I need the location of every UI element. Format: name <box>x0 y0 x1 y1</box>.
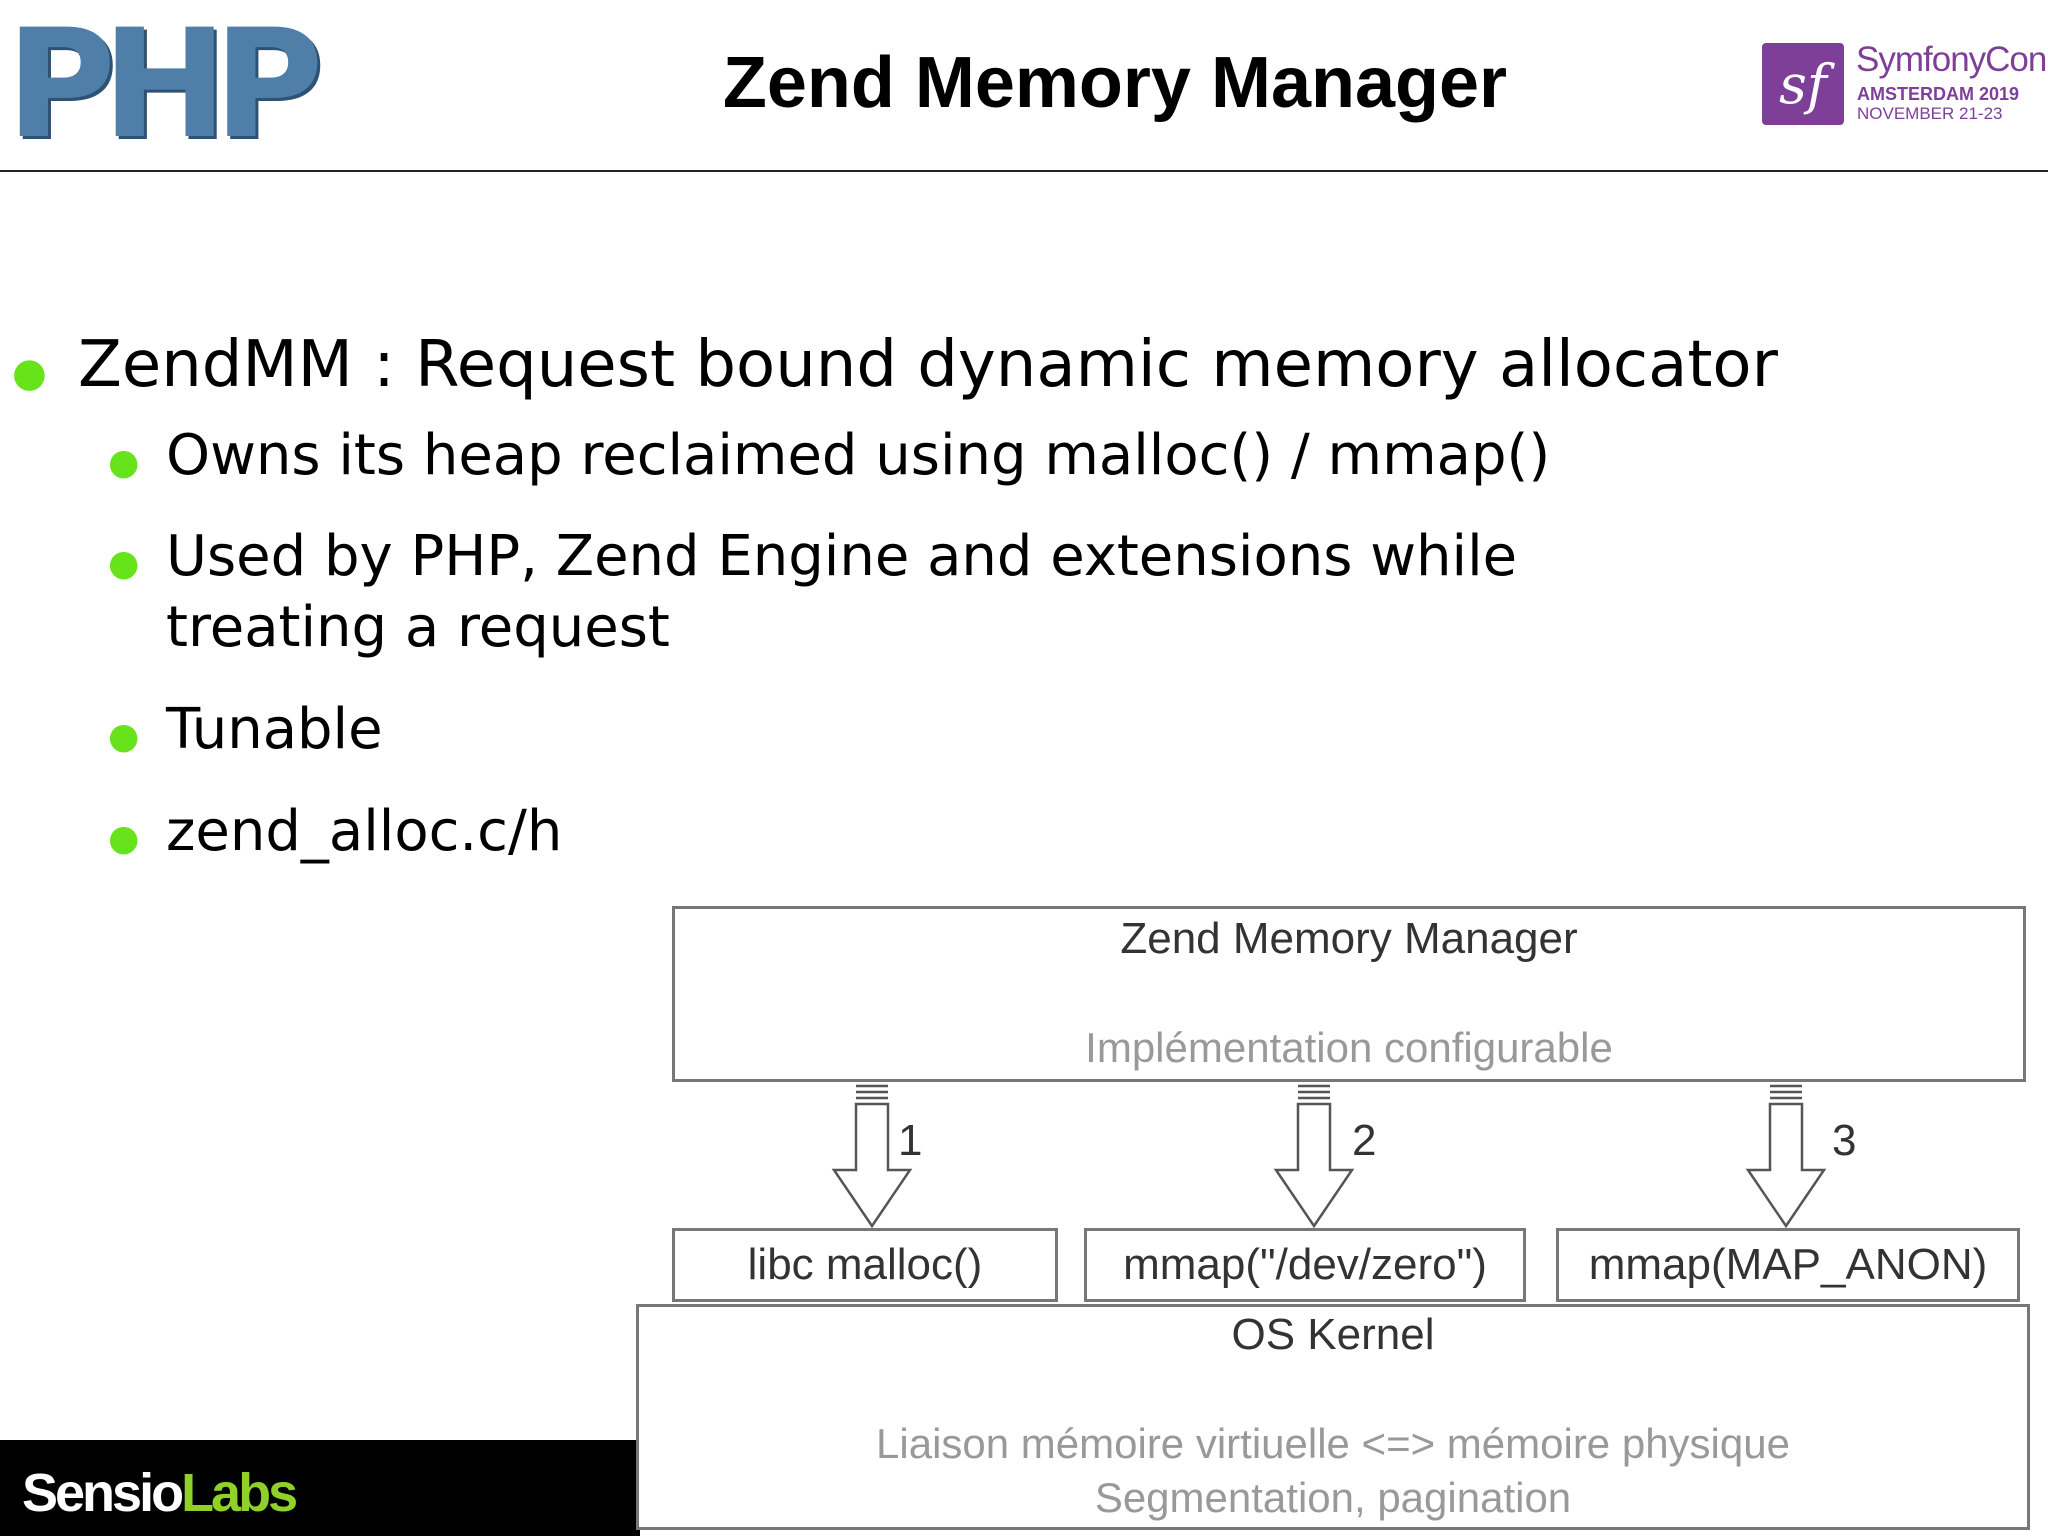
bullet-dot-icon: ● <box>108 543 140 584</box>
sensiolabs-logo-a: Sensio <box>22 1463 184 1523</box>
bullet-dot-icon: ● <box>108 442 140 483</box>
bullet-dot-icon: ● <box>12 350 47 396</box>
arrow-1-icon <box>831 1084 913 1229</box>
arrow-label-2: 2 <box>1352 1116 1377 1165</box>
bullet-sub-text: Owns its heap reclaimed using malloc() /… <box>166 423 1551 488</box>
bullet-sub-2: ● Used by PHP, Zend Engine and extension… <box>108 521 1517 600</box>
libc-malloc-box: libc malloc() <box>672 1228 1058 1302</box>
bullet-sub-text: Tunable <box>166 697 383 762</box>
sensiolabs-logo-b: Labs <box>181 1463 298 1523</box>
bullet-dot-icon: ● <box>108 716 140 757</box>
footer-bar <box>0 1440 640 1536</box>
arrow-3-icon <box>1745 1084 1827 1229</box>
mmap-dev-zero-box: mmap("/dev/zero") <box>1084 1228 1526 1302</box>
arrow-2-icon <box>1273 1084 1355 1229</box>
os-kernel-line-2: Segmentation, pagination <box>1094 1474 1572 1521</box>
symfony-con-name: SymfonyCon <box>1856 40 2047 79</box>
zend-mm-box-title: Zend Memory Manager <box>1120 914 1578 963</box>
bullet-sub-3: ● Tunable <box>108 694 383 773</box>
os-kernel-title: OS Kernel <box>1231 1310 1435 1359</box>
bullet-sub-text: zend_alloc.c/h <box>166 799 563 864</box>
bullet-sub-2-continuation: treating a request <box>166 595 670 660</box>
bullet-sub-text: Used by PHP, Zend Engine and extensions … <box>166 524 1518 589</box>
symfony-con-date: NOVEMBER 21-23 <box>1857 104 2003 123</box>
symfony-logo-icon: sf <box>1762 43 1844 125</box>
sensiolabs-logo: SensioLabs <box>22 1462 298 1524</box>
bullet-main-text: ZendMM : Request bound dynamic memory al… <box>78 328 1778 402</box>
header-divider <box>0 170 2048 172</box>
arrow-label-1: 1 <box>898 1116 923 1165</box>
symfony-con-city: AMSTERDAM 2019 <box>1857 84 2020 104</box>
arrow-label-3: 3 <box>1832 1116 1857 1165</box>
zend-mm-box <box>672 906 2026 1082</box>
zend-mm-box-subtitle: Implémentation configurable <box>1085 1024 1613 1071</box>
bullet-main: ● ZendMM : Request bound dynamic memory … <box>12 328 1778 402</box>
os-kernel-box <box>636 1304 2030 1530</box>
bullet-dot-icon: ● <box>108 818 140 859</box>
bullet-sub-1: ● Owns its heap reclaimed using malloc()… <box>108 420 1550 499</box>
mmap-anon-box: mmap(MAP_ANON) <box>1556 1228 2020 1302</box>
page-title: Zend Memory Manager <box>722 43 1508 123</box>
bullet-sub-4: ● zend_alloc.c/h <box>108 796 562 875</box>
os-kernel-line-1: Liaison mémoire virtiuelle <=> mémoire p… <box>876 1420 1790 1467</box>
